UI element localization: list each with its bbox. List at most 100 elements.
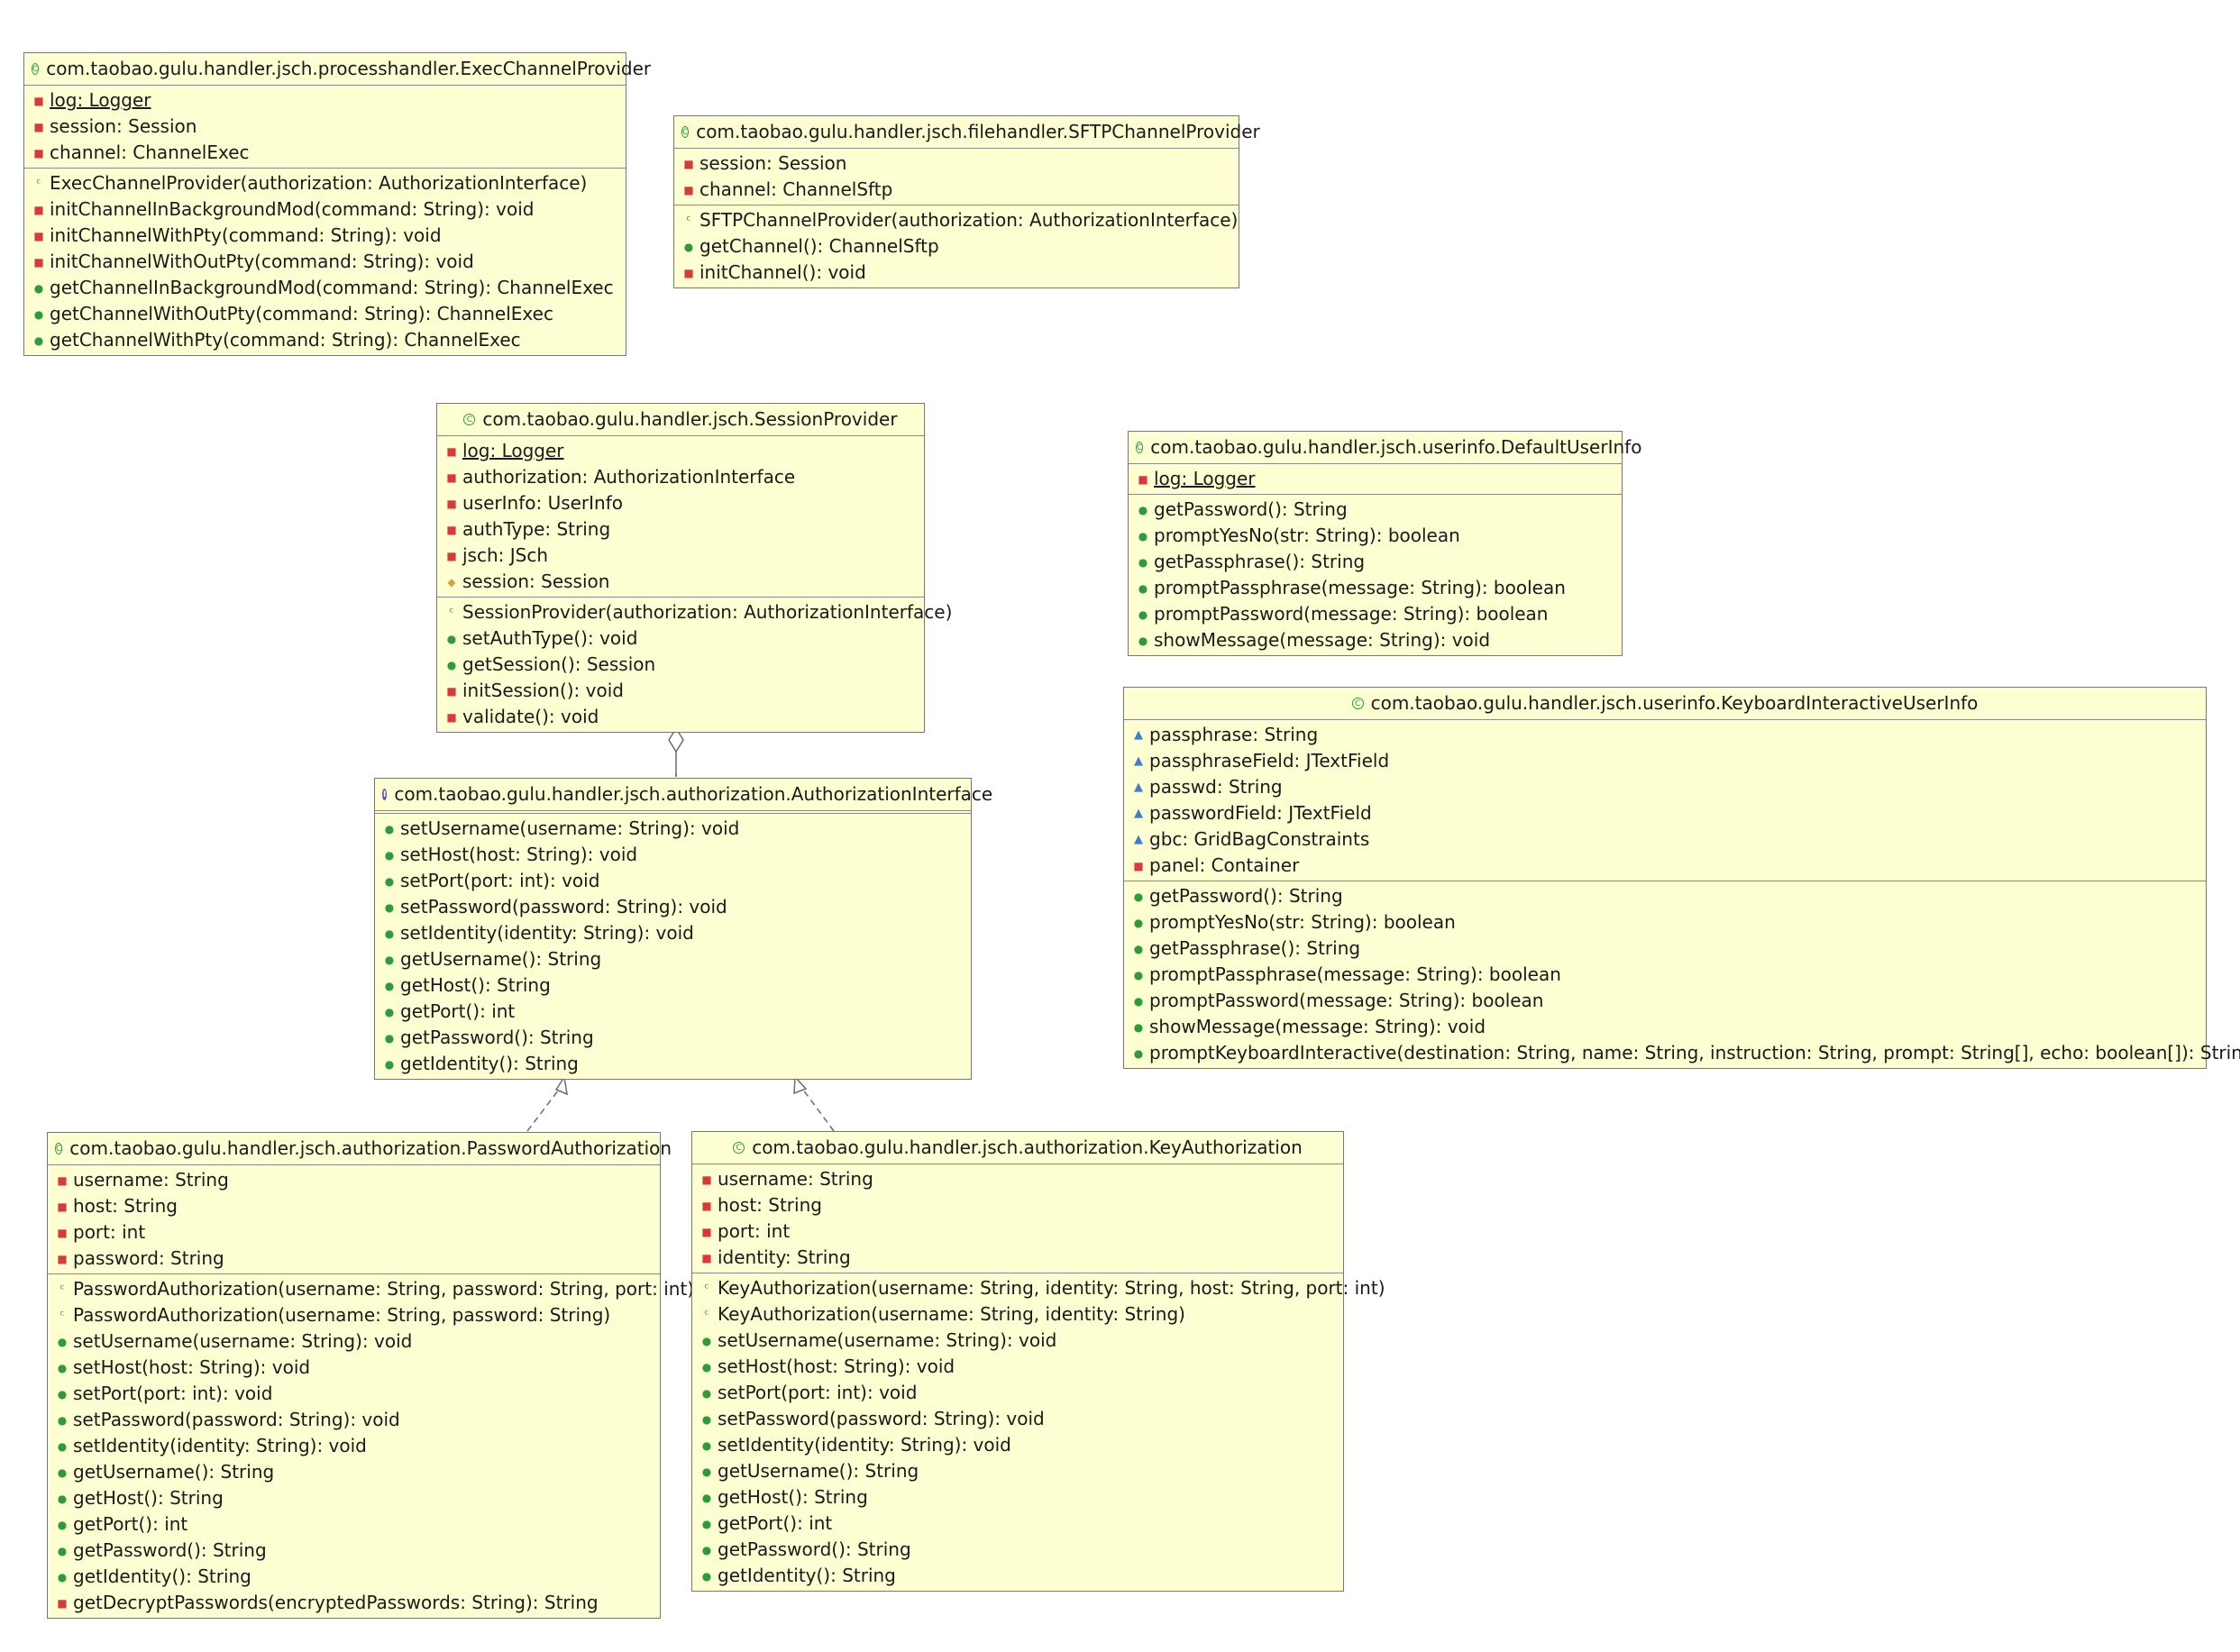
method-row[interactable]: ●promptKeyboardInteractive(destination: …: [1124, 1040, 2240, 1066]
method-row[interactable]: ●showMessage(message: String): void: [1124, 1014, 2206, 1040]
method-row[interactable]: ●getPassword(): String: [1129, 497, 1622, 523]
method-row[interactable]: ■validate(): void: [437, 704, 924, 730]
method-row[interactable]: ●getSession(): Session: [437, 652, 924, 678]
method-row[interactable]: ●setHost(host: String): void: [375, 842, 971, 868]
field-row[interactable]: ■session: Session: [674, 151, 1239, 177]
method-row[interactable]: ●setPassword(password: String): void: [692, 1406, 1343, 1432]
method-row[interactable]: ●showMessage(message: String): void: [1129, 627, 1622, 653]
method-row[interactable]: ●getUsername(): String: [692, 1458, 1343, 1484]
field-row[interactable]: ■authType: String: [437, 516, 924, 543]
method-row[interactable]: ●promptPassword(message: String): boolea…: [1124, 988, 2206, 1014]
field-row[interactable]: ■panel: Container: [1124, 853, 2206, 879]
field-row[interactable]: ■port: int: [48, 1219, 660, 1246]
method-row[interactable]: ●getUsername(): String: [375, 946, 971, 972]
method-row[interactable]: ●getIdentity(): String: [48, 1564, 660, 1590]
class-header[interactable]: C com.taobao.gulu.handler.jsch.filehandl…: [674, 116, 1260, 149]
method-row[interactable]: ●setPassword(password: String): void: [375, 894, 971, 920]
field-row[interactable]: ■jsch: JSch: [437, 543, 924, 569]
method-row[interactable]: ●getHost(): String: [692, 1484, 1343, 1511]
method-row[interactable]: ●promptPassphrase(message: String): bool…: [1129, 575, 1622, 601]
method-row[interactable]: ●getPort(): int: [375, 999, 971, 1025]
field-row[interactable]: ■host: String: [692, 1192, 1343, 1218]
method-row[interactable]: ●setUsername(username: String): void: [692, 1328, 1343, 1354]
field-row[interactable]: ■port: int: [692, 1218, 1343, 1245]
field-row[interactable]: ■log: Logger: [24, 87, 626, 114]
method-row[interactable]: ●setHost(host: String): void: [692, 1354, 1343, 1380]
method-row[interactable]: ●setIdentity(identity: String): void: [375, 920, 971, 946]
field-row[interactable]: ■log: Logger: [437, 438, 924, 464]
field-row[interactable]: ▲passphrase: String: [1124, 722, 2206, 748]
method-row[interactable]: ●getPassword(): String: [48, 1538, 660, 1564]
class-header[interactable]: C com.taobao.gulu.handler.jsch.userinfo.…: [1124, 688, 2206, 720]
class-default-user-info[interactable]: C com.taobao.gulu.handler.jsch.userinfo.…: [1128, 431, 1641, 656]
method-row[interactable]: ■initChannelWithOutPty(command: String):…: [24, 249, 626, 275]
method-row[interactable]: ●getPassword(): String: [1124, 883, 2206, 909]
method-row[interactable]: ●getPort(): int: [692, 1511, 1343, 1537]
method-row[interactable]: ●setAuthType(): void: [437, 625, 924, 652]
method-row[interactable]: ●setPassword(password: String): void: [48, 1407, 660, 1433]
method-row[interactable]: ■initChannelWithPty(command: String): vo…: [24, 223, 626, 249]
field-row[interactable]: ■password: String: [48, 1246, 660, 1272]
class-header[interactable]: C com.taobao.gulu.handler.jsch.processha…: [24, 53, 651, 86]
method-row[interactable]: ●getPassword(): String: [375, 1025, 971, 1051]
method-row[interactable]: ●getChannel(): ChannelSftp: [674, 233, 1239, 260]
interface-authorization-interface[interactable]: I com.taobao.gulu.handler.jsch.authoriza…: [374, 778, 992, 1080]
method-row[interactable]: ●setUsername(username: String): void: [48, 1328, 660, 1355]
field-row[interactable]: ■identity: String: [692, 1245, 1343, 1271]
method-row[interactable]: ●getUsername(): String: [48, 1459, 660, 1485]
method-row[interactable]: ■initChannel(): void: [674, 260, 1239, 286]
method-row[interactable]: ●setPort(port: int): void: [375, 868, 971, 894]
method-row[interactable]: ●getPassphrase(): String: [1129, 549, 1622, 575]
class-header[interactable]: C com.taobao.gulu.handler.jsch.userinfo.…: [1129, 432, 1641, 464]
method-row[interactable]: ■getDecryptPasswords(encryptedPasswords:…: [48, 1590, 660, 1616]
method-row[interactable]: ■initSession(): void: [437, 678, 924, 704]
method-row[interactable]: ●setUsername(username: String): void: [375, 816, 971, 842]
field-row[interactable]: ▲passphraseField: JTextField: [1124, 748, 2206, 774]
field-row[interactable]: ▲passwd: String: [1124, 774, 2206, 800]
field-row[interactable]: ■userInfo: UserInfo: [437, 490, 924, 516]
class-header[interactable]: C com.taobao.gulu.handler.jsch.authoriza…: [692, 1132, 1343, 1164]
class-session-provider[interactable]: C com.taobao.gulu.handler.jsch.SessionPr…: [436, 403, 952, 733]
field-row[interactable]: ■authorization: AuthorizationInterface: [437, 464, 924, 490]
method-row[interactable]: ●setPort(port: int): void: [692, 1380, 1343, 1406]
method-row[interactable]: ●getChannelInBackgroundMod(command: Stri…: [24, 275, 626, 301]
method-row[interactable]: ●setIdentity(identity: String): void: [692, 1432, 1343, 1458]
method-row[interactable]: ●getPort(): int: [48, 1511, 660, 1538]
method-row[interactable]: ●getChannelWithOutPty(command: String): …: [24, 301, 626, 327]
field-row[interactable]: ▲gbc: GridBagConstraints: [1124, 826, 2206, 853]
method-row[interactable]: ●promptYesNo(str: String): boolean: [1124, 909, 2206, 936]
class-keyboard-interactive-user-info[interactable]: C com.taobao.gulu.handler.jsch.userinfo.…: [1123, 687, 2240, 1069]
method-row[interactable]: ●promptPassphrase(message: String): bool…: [1124, 962, 2206, 988]
method-row[interactable]: ●setPort(port: int): void: [48, 1381, 660, 1407]
method-row[interactable]: ●getHost(): String: [48, 1485, 660, 1511]
class-header[interactable]: I com.taobao.gulu.handler.jsch.authoriza…: [375, 779, 992, 814]
class-password-authorization[interactable]: C com.taobao.gulu.handler.jsch.authoriza…: [47, 1132, 694, 1619]
method-row[interactable]: ●getHost(): String: [375, 972, 971, 999]
method-row[interactable]: ●getPassphrase(): String: [1124, 936, 2206, 962]
class-sftp-channel-provider[interactable]: C com.taobao.gulu.handler.jsch.filehandl…: [673, 115, 1260, 288]
method-row[interactable]: ●getPassword(): String: [692, 1537, 1343, 1563]
class-header[interactable]: C com.taobao.gulu.handler.jsch.authoriza…: [48, 1133, 672, 1165]
field-row[interactable]: ■log: Logger: [1129, 466, 1622, 492]
field-row[interactable]: ■username: String: [48, 1167, 660, 1193]
method-row[interactable]: ●getIdentity(): String: [375, 1051, 971, 1077]
field-row[interactable]: ▲passwordField: JTextField: [1124, 800, 2206, 826]
method-row[interactable]: ■initChannelInBackgroundMod(command: Str…: [24, 196, 626, 223]
class-key-authorization[interactable]: C com.taobao.gulu.handler.jsch.authoriza…: [691, 1131, 1385, 1592]
field-row[interactable]: ■channel: ChannelSftp: [674, 177, 1239, 203]
method-row[interactable]: ●promptYesNo(str: String): boolean: [1129, 523, 1622, 549]
class-header[interactable]: C com.taobao.gulu.handler.jsch.SessionPr…: [437, 404, 924, 436]
field-row[interactable]: ◆session: Session: [437, 569, 924, 595]
field-row[interactable]: ■session: Session: [24, 114, 626, 140]
method-row[interactable]: ●setHost(host: String): void: [48, 1355, 660, 1381]
field-row[interactable]: ■host: String: [48, 1193, 660, 1219]
method-row[interactable]: ●setIdentity(identity: String): void: [48, 1433, 660, 1459]
method-row[interactable]: ●getChannelWithPty(command: String): Cha…: [24, 327, 626, 353]
